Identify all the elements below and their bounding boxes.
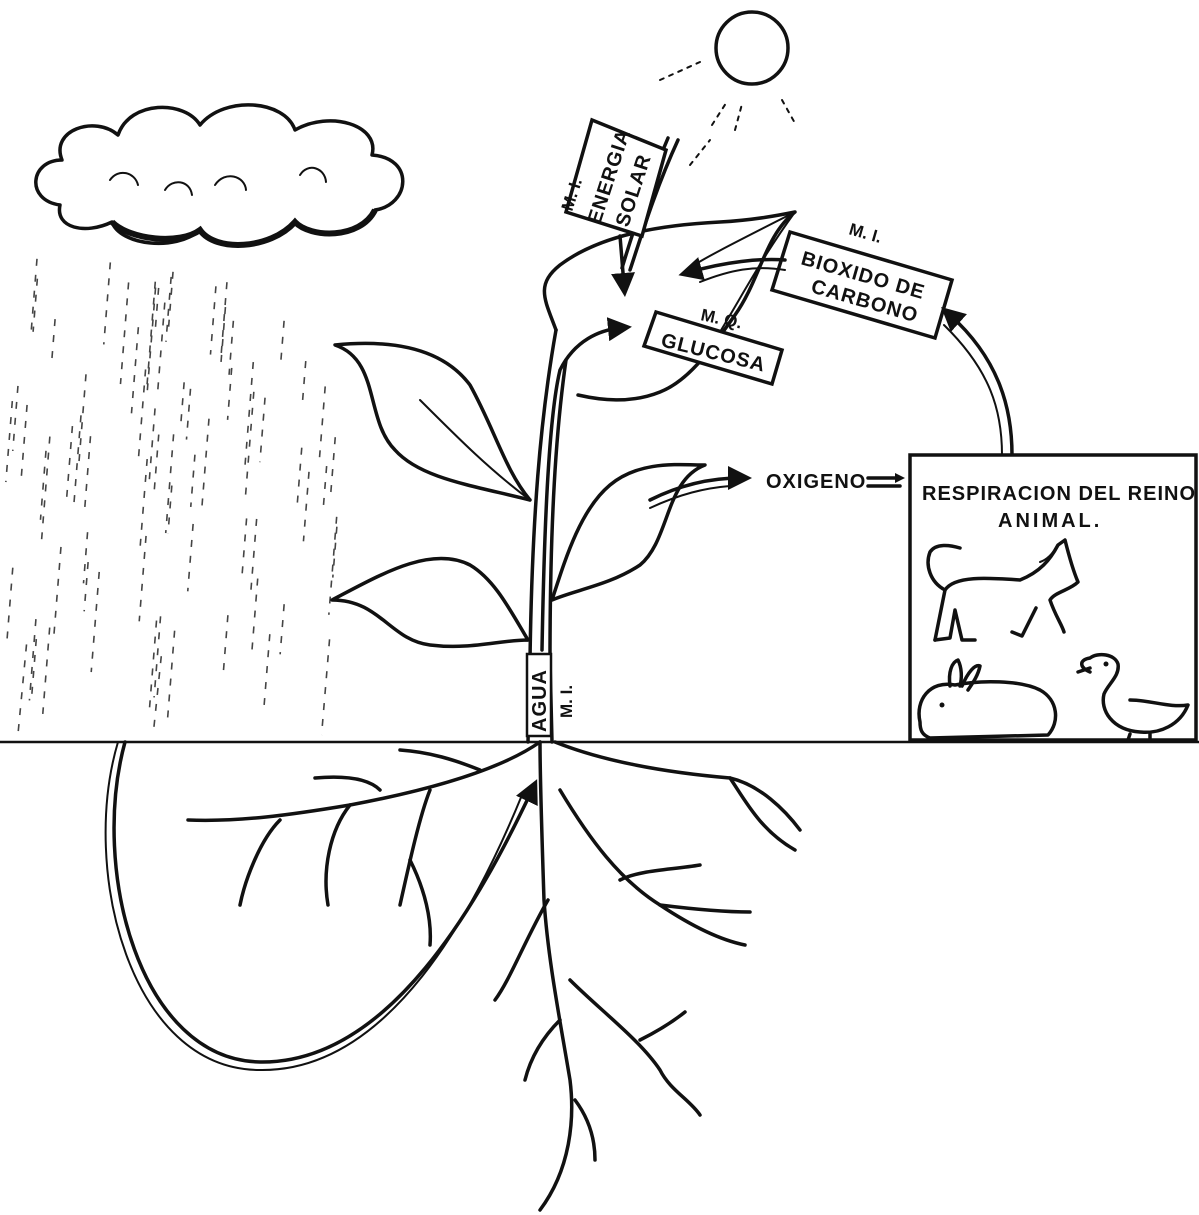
- rain-streak: [168, 486, 172, 534]
- rain-streak: [131, 327, 138, 413]
- rain-streak: [139, 536, 146, 621]
- rain-streak: [186, 389, 190, 440]
- rain-streak: [13, 386, 18, 451]
- rain-streak: [280, 604, 284, 654]
- rain-streak: [138, 369, 146, 464]
- rain-streak: [140, 459, 147, 548]
- rain-streak: [181, 382, 184, 424]
- rain-streak: [223, 615, 227, 671]
- rain-streak: [21, 405, 27, 478]
- rain-streak: [242, 518, 247, 577]
- rain-streak: [33, 279, 37, 332]
- rain-streak: [104, 262, 111, 344]
- rain-streak: [84, 436, 90, 511]
- rain-streak: [154, 616, 160, 697]
- glucosa-box: M. Q. GLUCOSA: [644, 305, 782, 384]
- rain-streak: [260, 398, 265, 463]
- rain-icon: [6, 259, 337, 735]
- rain-streak: [18, 644, 27, 735]
- rain-streak: [78, 374, 86, 469]
- rain-streak: [91, 572, 99, 672]
- rain-streak: [264, 634, 270, 712]
- rain-streak: [66, 426, 72, 505]
- rain-streak: [281, 321, 284, 364]
- bioxido-mi-label: M. I.: [847, 220, 884, 247]
- rain-streak: [210, 286, 215, 354]
- rain-streak: [331, 437, 336, 493]
- rain-streak: [157, 303, 165, 399]
- rain-streak: [149, 408, 155, 486]
- respiracion-box: RESPIRACION DEL REINO ANIMAL.: [910, 455, 1196, 740]
- rain-streak: [229, 321, 233, 375]
- roots-icon: [188, 742, 800, 1210]
- rain-streak: [191, 455, 195, 507]
- rain-streak: [250, 519, 256, 598]
- rain-streak: [323, 466, 326, 508]
- rain-streak: [54, 547, 61, 636]
- rain-streak: [188, 524, 193, 591]
- rain-streak: [168, 631, 175, 718]
- rain-streak: [154, 435, 159, 493]
- sun-icon: [660, 12, 796, 165]
- rain-streak: [228, 368, 232, 420]
- respiracion-line2: ANIMAL.: [998, 510, 1102, 532]
- rain-streak: [322, 639, 330, 735]
- co2-return-arrow: [950, 315, 1012, 455]
- agua-label-group: AGUA M. I.: [527, 654, 576, 736]
- oxigeno-label: OXIGENO: [766, 471, 866, 493]
- rain-streak: [303, 472, 309, 542]
- rain-streak: [7, 568, 13, 640]
- cloud-icon: [36, 105, 403, 245]
- agua-mi-label: M. I.: [557, 685, 576, 718]
- rain-streak: [83, 532, 87, 583]
- rain-streak: [43, 628, 50, 714]
- rain-streak: [52, 319, 55, 359]
- respiracion-line1: RESPIRACION DEL REINO: [922, 483, 1196, 505]
- rain-streak: [6, 401, 12, 482]
- rain-streak: [320, 386, 326, 457]
- agua-label: AGUA: [529, 669, 551, 732]
- rain-streak: [202, 419, 209, 512]
- rain-streak: [245, 362, 254, 469]
- energia-solar-box: M. I. ENERGIA SOLAR: [558, 120, 678, 285]
- rain-streak: [120, 282, 128, 384]
- water-arrow: [114, 742, 532, 1062]
- rain-streak: [297, 448, 302, 505]
- rain-streak: [149, 621, 156, 712]
- rain-streak: [252, 579, 258, 654]
- rain-streak: [302, 361, 305, 403]
